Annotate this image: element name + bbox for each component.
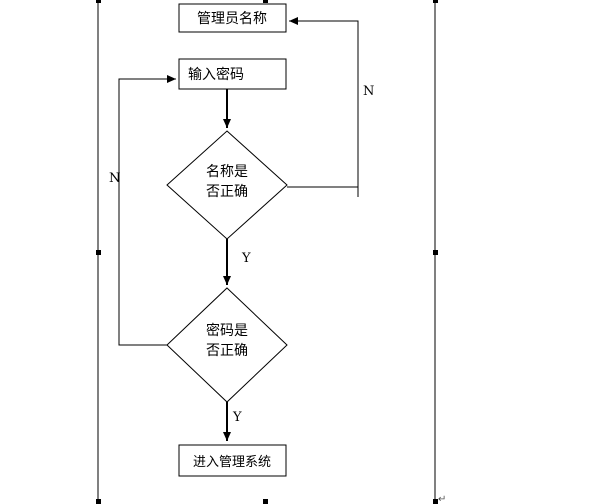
node-admin-name[interactable]: 管理员名称 [178, 3, 287, 33]
selection-frame [96, 0, 438, 504]
resize-handle-bottom-right[interactable] [433, 499, 438, 504]
resize-handle-middle-left[interactable] [96, 250, 101, 255]
node-name-check-label-line2: 否正确 [206, 184, 248, 200]
resize-handle-bottom-left[interactable] [96, 499, 101, 504]
node-input-password-box [178, 58, 287, 90]
edge-name-check-no-label: N [363, 84, 374, 99]
edge-name-check-yes-label: Y [241, 251, 251, 266]
edge-password-check-no-loop [118, 75, 176, 346]
node-admin-name-label: 管理员名称 [197, 11, 267, 27]
node-enter-system-box [178, 444, 287, 477]
node-name-check[interactable]: 名称是 否正确 [166, 130, 288, 240]
edge-name-check-no-loop [289, 17, 359, 187]
edge-password-check-yes-label: Y [232, 410, 242, 425]
resize-handle-top-center[interactable] [263, 0, 268, 3]
edge-name-check-no-stub [287, 186, 359, 197]
resize-handle-middle-right[interactable] [433, 250, 438, 255]
node-enter-system[interactable]: 进入管理系统 [178, 444, 287, 477]
node-password-check-label-line2: 否正确 [206, 343, 248, 359]
resize-handle-bottom-center[interactable] [263, 499, 268, 504]
node-password-check[interactable]: 密码是 否正确 [166, 287, 288, 403]
paragraph-mark: ↵ [438, 494, 446, 504]
node-input-password-label: 输入密码 [188, 66, 244, 83]
resize-handle-top-left[interactable] [96, 0, 101, 3]
node-password-check-label-line1: 密码是 [206, 322, 248, 339]
node-enter-system-label: 进入管理系统 [193, 455, 271, 470]
node-input-password[interactable]: 输入密码 [178, 58, 287, 90]
resize-handle-top-right[interactable] [433, 0, 438, 3]
edge-password-check-no-label: N [109, 171, 120, 186]
node-admin-name-box [178, 3, 287, 33]
node-name-check-label-line1: 名称是 [206, 164, 248, 180]
